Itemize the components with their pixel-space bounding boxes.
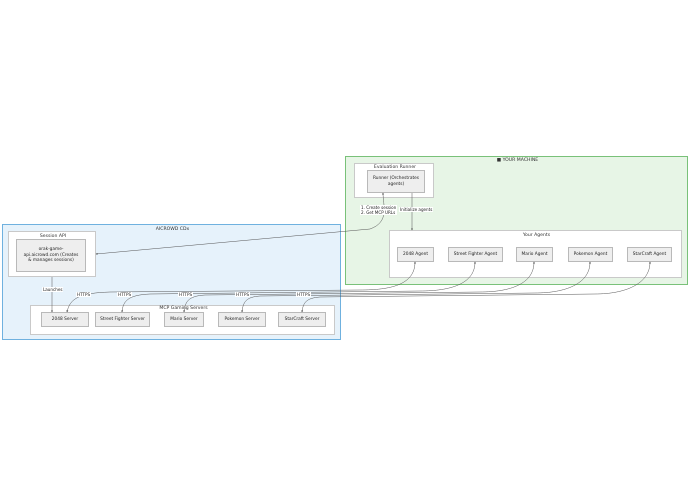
server-street-fighter[interactable]: Street Fighter Server — [95, 312, 150, 327]
edge-label-https-mario: HTTPS — [178, 292, 194, 298]
machine-region-title: ■ YOUR MACHINE — [346, 158, 689, 163]
session-api-title: Session API — [39, 234, 67, 239]
edge-label-https-starcraft: HTTPS — [296, 292, 312, 298]
edge-label-initialize-agents: Initialize agents — [399, 207, 434, 213]
server-2048[interactable]: 2048 Server — [41, 312, 89, 327]
edge-agent-pokemon — [241, 261, 591, 313]
agents-group-title: Your Agents — [522, 233, 551, 238]
edge-agent-mario — [183, 261, 535, 313]
edge-runner-session — [95, 192, 385, 255]
agent-mario[interactable]: Mario Agent — [516, 247, 553, 262]
edge-label-https-2048: HTTPS — [76, 292, 92, 298]
runner-group-title: Evaluation Runner — [373, 165, 417, 170]
server-mario[interactable]: Mario Server — [164, 312, 204, 327]
edge-label-launches: Launches — [42, 287, 64, 293]
edge-label-https-street-fighter: HTTPS — [117, 292, 133, 298]
edge-label-create-session-line2: 2. Get MCP URLs — [361, 210, 396, 216]
edge-agent-2048 — [66, 261, 416, 313]
edge-label-create-session: 1. Create session 2. Get MCP URLs — [360, 205, 398, 216]
edge-label-https-pokemon: HTTPS — [235, 292, 251, 298]
server-pokemon[interactable]: Pokemon Server — [218, 312, 266, 327]
agent-2048[interactable]: 2048 Agent — [397, 247, 434, 262]
machine-title-text: YOUR MACHINE — [502, 158, 539, 163]
runner-node[interactable]: Runner (Orchestrates agents) — [367, 170, 425, 193]
edge-agent-street-fighter — [121, 261, 476, 313]
server-starcraft[interactable]: StarCraft Server — [278, 312, 326, 327]
edge-agent-starcraft — [301, 261, 651, 313]
folder-icon: ■ — [496, 158, 502, 163]
agent-pokemon[interactable]: Pokemon Agent — [568, 247, 613, 262]
agent-street-fighter[interactable]: Street Fighter Agent — [448, 247, 503, 262]
edge-label-create-session-line1: 1. Create session — [361, 205, 397, 210]
agent-starcraft[interactable]: StarCraft Agent — [627, 247, 672, 262]
